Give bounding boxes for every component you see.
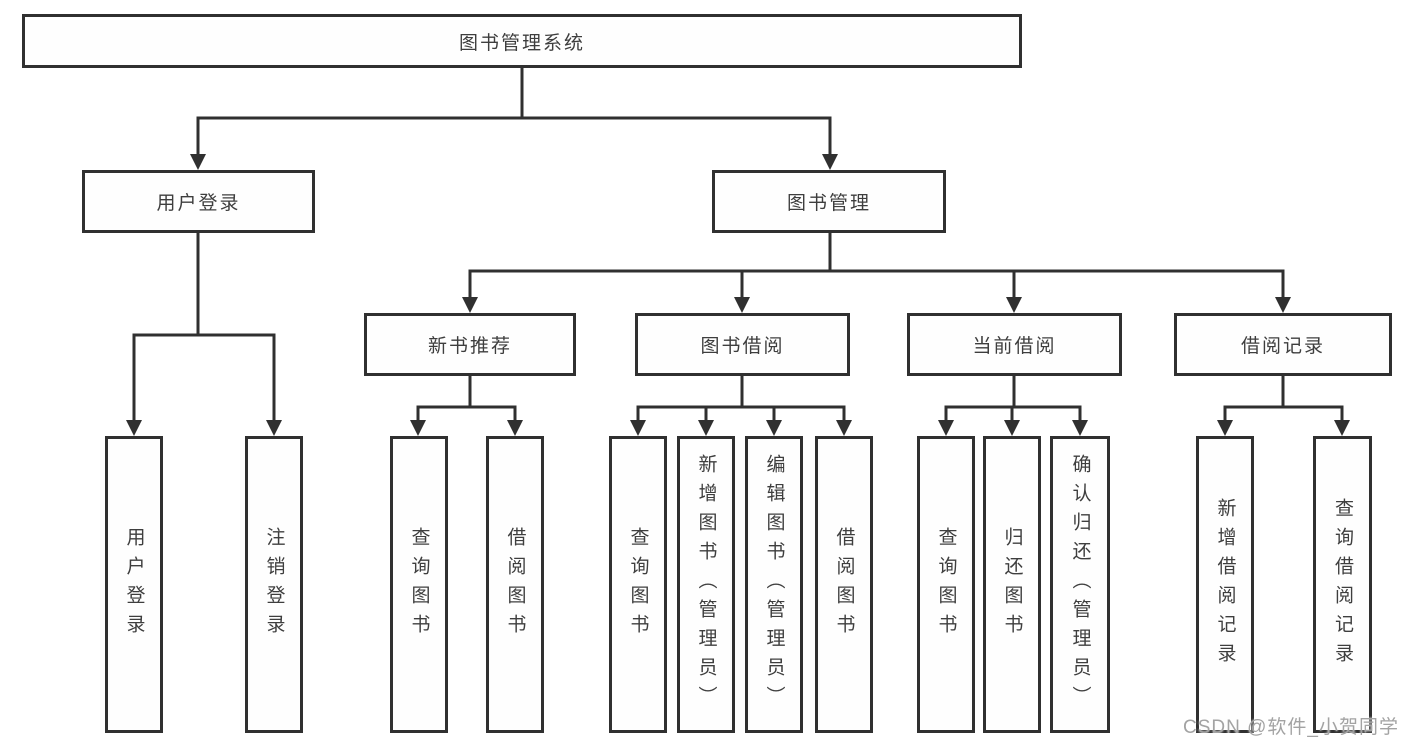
node-new-book-recommend-label: 新书推荐 bbox=[427, 336, 512, 357]
node-book-borrow: 图书借阅 bbox=[635, 313, 850, 376]
leaf-query-book-recommend-label: 查询图书 bbox=[408, 526, 430, 643]
leaf-user-login-label: 用户登录 bbox=[123, 526, 145, 643]
leaf-query-book-borrow: 查询图书 bbox=[609, 436, 667, 733]
leaf-query-book-current-label: 查询图书 bbox=[935, 526, 957, 643]
node-book-borrow-label: 图书借阅 bbox=[700, 336, 785, 357]
leaf-borrow-book-recommend: 借阅图书 bbox=[486, 436, 544, 733]
csdn-watermark: CSDN @软件_小贺同学 bbox=[1183, 717, 1399, 738]
leaf-add-book-admin-label: 新增图书（管理员） bbox=[695, 454, 717, 715]
node-borrow-records: 借阅记录 bbox=[1174, 313, 1392, 376]
leaf-return-book: 归还图书 bbox=[983, 436, 1041, 733]
leaf-query-book-recommend: 查询图书 bbox=[390, 436, 448, 733]
node-book-management: 图书管理 bbox=[712, 170, 946, 233]
leaf-add-book-admin: 新增图书（管理员） bbox=[677, 436, 735, 733]
node-user-login-label: 用户登录 bbox=[156, 193, 241, 214]
leaf-query-borrow-record-label: 查询借阅记录 bbox=[1332, 497, 1353, 672]
leaf-user-login: 用户登录 bbox=[105, 436, 163, 733]
leaf-confirm-return-admin: 确认归还（管理员） bbox=[1050, 436, 1110, 733]
leaf-add-borrow-record-label: 新增借阅记录 bbox=[1214, 497, 1236, 672]
leaf-query-book-borrow-label: 查询图书 bbox=[627, 526, 649, 643]
leaf-borrow-book-label: 借阅图书 bbox=[833, 526, 855, 643]
node-current-borrow: 当前借阅 bbox=[907, 313, 1122, 376]
leaf-borrow-book-recommend-label: 借阅图书 bbox=[504, 526, 526, 643]
node-root-system: 图书管理系统 bbox=[22, 14, 1022, 68]
node-new-book-recommend: 新书推荐 bbox=[364, 313, 576, 376]
leaf-borrow-book: 借阅图书 bbox=[815, 436, 873, 733]
leaf-edit-book-admin-label: 编辑图书（管理员） bbox=[763, 454, 785, 715]
leaf-edit-book-admin: 编辑图书（管理员） bbox=[745, 436, 803, 733]
leaf-query-borrow-record: 查询借阅记录 bbox=[1313, 436, 1372, 733]
leaf-add-borrow-record: 新增借阅记录 bbox=[1196, 436, 1254, 733]
node-borrow-records-label: 借阅记录 bbox=[1240, 336, 1325, 357]
leaf-query-book-current: 查询图书 bbox=[917, 436, 975, 733]
leaf-return-book-label: 归还图书 bbox=[1001, 526, 1023, 643]
leaf-logout-label: 注销登录 bbox=[263, 526, 285, 643]
leaf-logout: 注销登录 bbox=[245, 436, 303, 733]
node-root-label: 图书管理系统 bbox=[458, 32, 585, 54]
leaf-confirm-return-admin-label: 确认归还（管理员） bbox=[1069, 454, 1091, 715]
node-current-borrow-label: 当前借阅 bbox=[972, 336, 1057, 357]
node-book-management-label: 图书管理 bbox=[786, 193, 871, 214]
node-user-login: 用户登录 bbox=[82, 170, 315, 233]
